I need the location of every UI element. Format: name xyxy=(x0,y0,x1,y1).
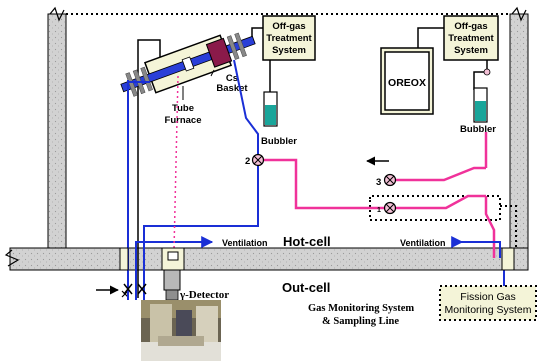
dotted-enclosures xyxy=(369,195,517,248)
offgas-right-line1: Off-gas xyxy=(454,21,487,32)
cs-basket-line2: Basket xyxy=(216,83,248,94)
offgas-left-line3: System xyxy=(272,45,306,56)
fission-gas-box: Fission Gas Monitoring System xyxy=(439,285,537,321)
gamma-detector-label: γ-Detector xyxy=(179,289,229,301)
tube-furnace: Cs Basket Tube Furnace xyxy=(120,32,256,126)
valve-3-label: 3 xyxy=(376,177,381,188)
bubbler-icon xyxy=(475,101,486,121)
hot-cell-walls xyxy=(4,6,529,271)
detector-photo xyxy=(141,300,221,361)
gas-monitoring-line1: Gas Monitoring System xyxy=(308,303,414,314)
bubbler-left: Bubbler xyxy=(261,91,297,147)
valve-1: 1 xyxy=(377,201,397,215)
pink-gas-lines xyxy=(258,132,496,258)
wall-penetration-right xyxy=(501,247,515,271)
gas-monitoring-line2: & Sampling Line xyxy=(322,316,399,327)
bubbler-right: Bubbler xyxy=(460,68,496,135)
offgas-box-left: Off-gas Treatment System xyxy=(262,15,316,61)
valve-manifold xyxy=(96,283,147,295)
valves: 2 3 1 xyxy=(245,153,397,215)
fission-gas-line2: Monitoring System xyxy=(445,304,532,316)
bubbler-left-label: Bubbler xyxy=(261,136,297,147)
fission-gas-line1: Fission Gas xyxy=(460,291,515,303)
valve-2: 2 xyxy=(245,153,265,167)
valve-3: 3 xyxy=(376,173,397,188)
offgas-left-line1: Off-gas xyxy=(272,21,305,32)
gamma-detector: γ-Detector xyxy=(163,269,229,301)
tube-furnace-line2: Furnace xyxy=(165,115,202,126)
out-cell-label: Out-cell xyxy=(282,280,330,295)
oreox-box: OREOX xyxy=(380,47,434,115)
cs-basket-block xyxy=(205,37,233,68)
detector-sight-line xyxy=(173,75,179,251)
offgas-box-right: Off-gas Treatment System xyxy=(443,15,499,61)
offgas-right-line3: System xyxy=(454,45,488,56)
hot-cell-label: Hot-cell xyxy=(283,234,331,249)
bubbler-icon xyxy=(265,105,276,125)
valve-icon xyxy=(483,68,491,76)
offgas-left-line2: Treatment xyxy=(266,33,312,44)
valve-1-label: 1 xyxy=(377,207,381,214)
offgas-right-line2: Treatment xyxy=(448,33,494,44)
oreox-label: OREOX xyxy=(388,77,426,89)
ventilation-right-label: Ventilation xyxy=(400,238,446,248)
valve-2-label: 2 xyxy=(245,156,250,167)
ventilation-left-label: Ventilation xyxy=(222,238,268,248)
detector-icon xyxy=(163,269,181,291)
tube-furnace-line1: Tube xyxy=(172,103,194,114)
bubbler-right-label: Bubbler xyxy=(460,124,496,135)
cs-basket-line1: Cs xyxy=(226,73,238,84)
wall-penetration-left xyxy=(119,247,129,271)
